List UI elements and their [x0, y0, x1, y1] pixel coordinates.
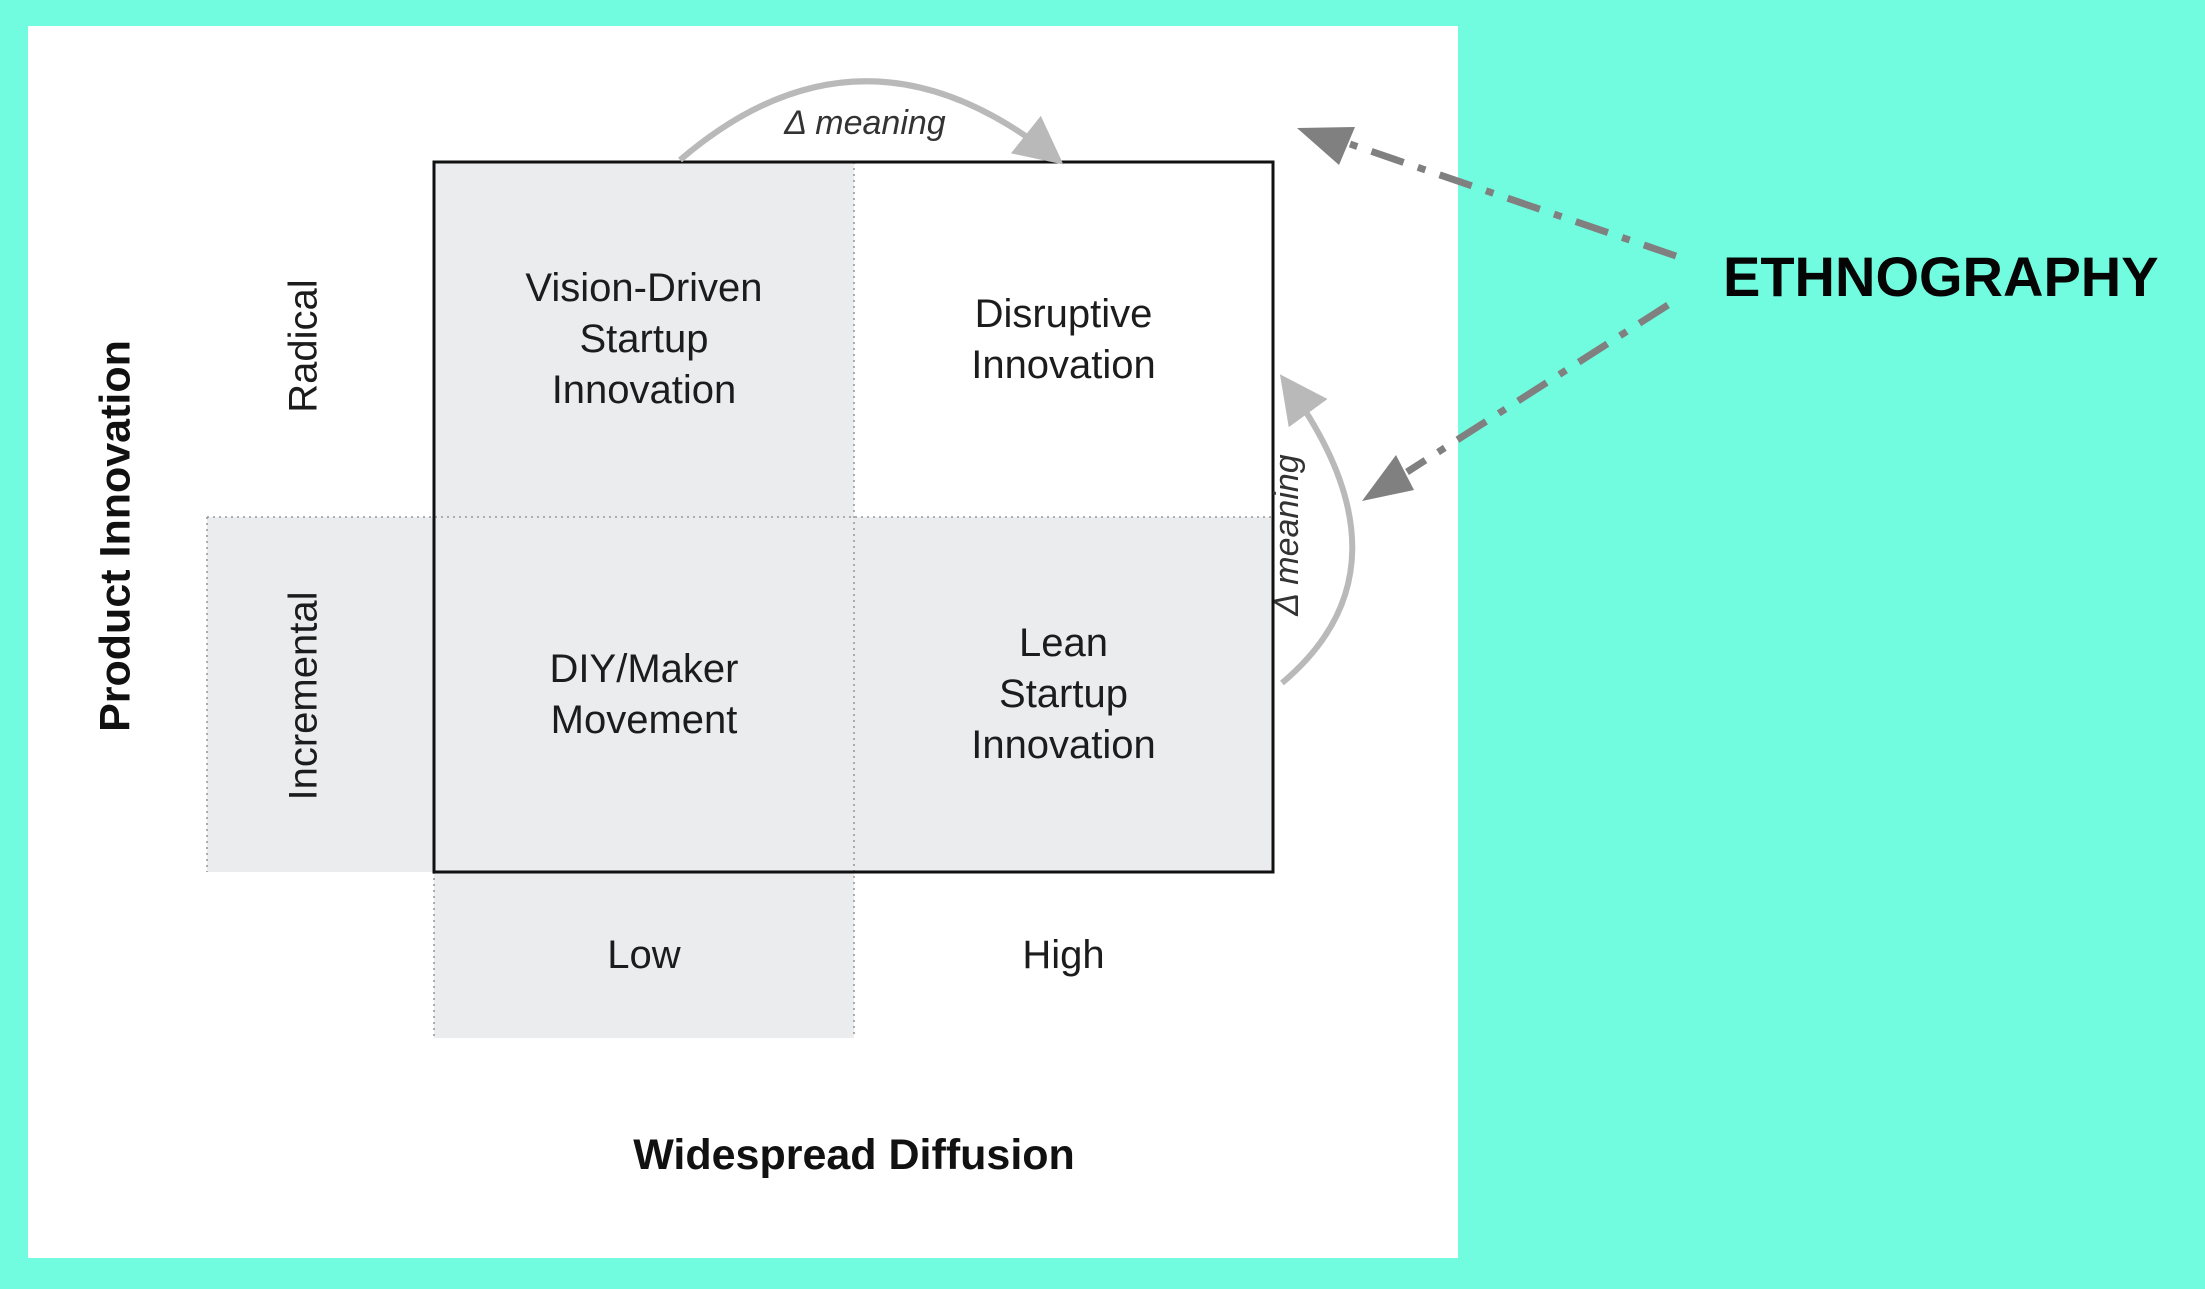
- quadrant-bottom-right: Lean Startup Innovation: [854, 517, 1273, 872]
- quadrant-text-line: Disruptive: [974, 291, 1153, 336]
- col-label-high: High: [854, 872, 1273, 1038]
- arrowhead-icon: [1362, 455, 1414, 501]
- quadrant-text-line: Lean: [1019, 621, 1108, 665]
- quadrant-top-left: Vision-Driven Startup Innovation: [434, 162, 854, 517]
- arrowhead-icon: [1297, 127, 1355, 165]
- quadrant-text-line: Innovation: [971, 723, 1156, 767]
- quadrant-top-right: Disruptive Innovation: [854, 162, 1273, 517]
- x-axis-title: Widespread Diffusion: [633, 1131, 1075, 1179]
- col-label-low-text: Low: [607, 932, 681, 977]
- top-transition-arc: [678, 78, 1064, 165]
- quadrant-text-line: Vision-Driven: [525, 266, 763, 310]
- dotted-grid: [206, 162, 1273, 1038]
- quadrant-frame: [432, 160, 1275, 874]
- ethnography-label: ETHNOGRAPHY: [1723, 245, 2159, 308]
- quadrant-text-line: Movement: [550, 697, 738, 742]
- quadrant-bottom-left: DIY/Maker Movement: [434, 517, 854, 872]
- row-label-cell-incremental: [207, 517, 434, 872]
- top-transition-label: Δ meaning: [783, 104, 946, 142]
- col-label-low: Low: [434, 872, 854, 1038]
- right-transition-arc: [1279, 374, 1356, 686]
- ethnography-arrows: [1297, 127, 1678, 501]
- quadrant-text-line: DIY/Maker: [549, 646, 739, 691]
- diagram-card: Vision-Driven Startup Innovation Disrupt…: [28, 26, 1458, 1258]
- quadrant-text-line: Innovation: [971, 342, 1156, 387]
- col-label-high-text: High: [1022, 932, 1105, 977]
- quadrant-text-line: Startup: [579, 317, 709, 361]
- right-transition-label: Δ meaning: [1268, 454, 1306, 617]
- quadrant-text-line: Innovation: [551, 368, 737, 412]
- quadrant-text-line: Startup: [999, 672, 1128, 716]
